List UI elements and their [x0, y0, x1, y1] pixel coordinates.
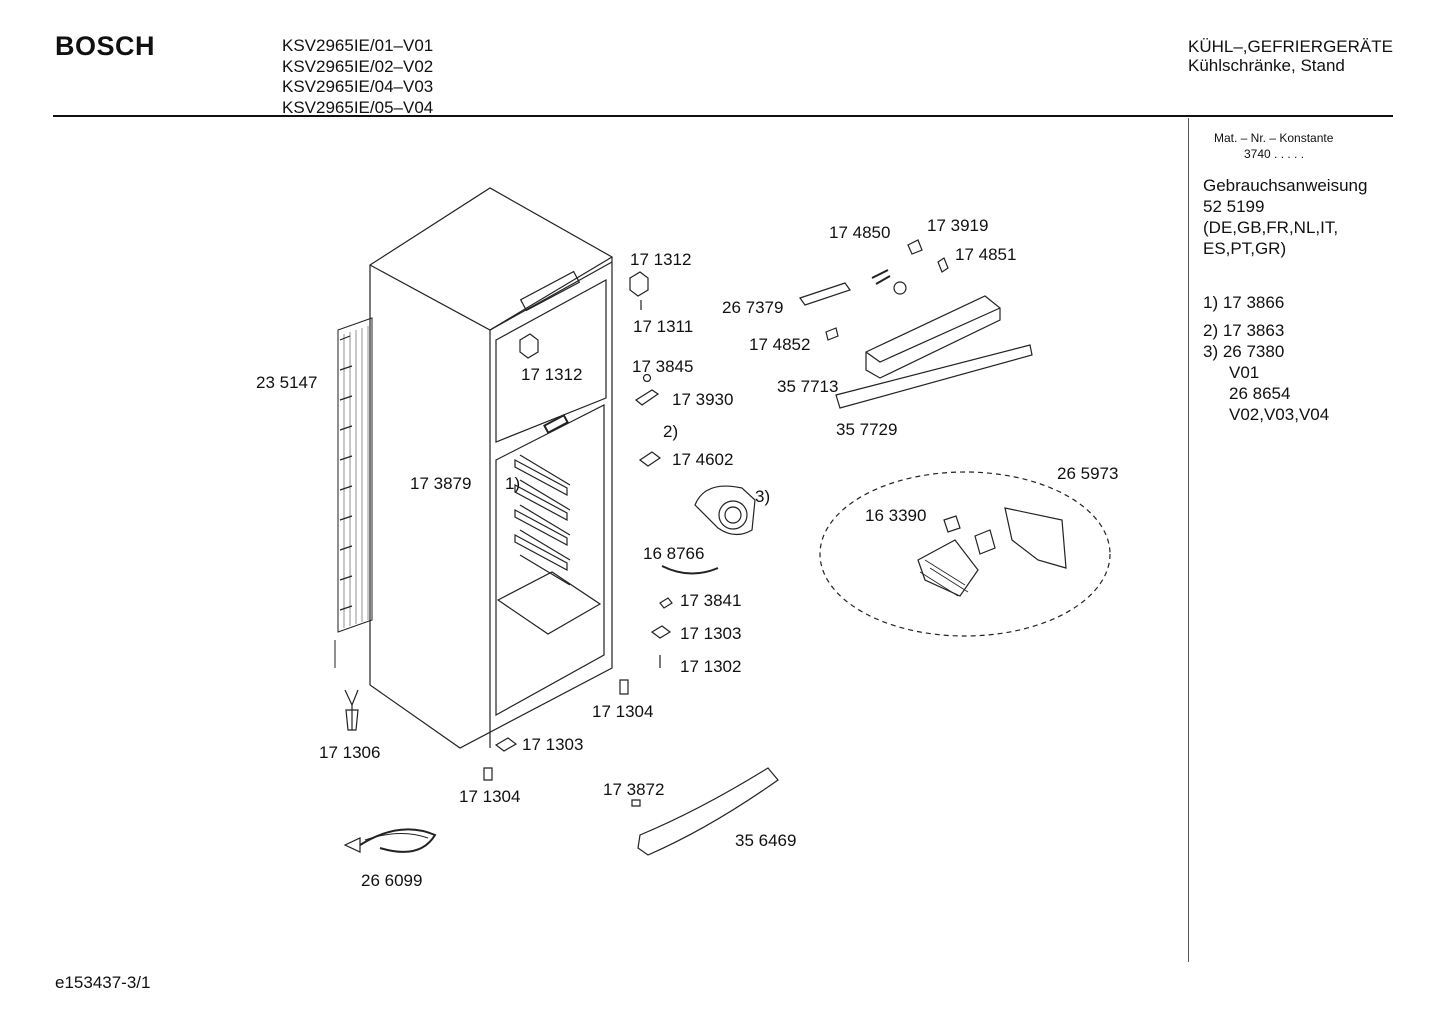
small-parts — [344, 565, 719, 781]
note-3-part-2: 26 8654 — [1229, 384, 1291, 403]
mat-value: 3740 . . . . . — [1244, 147, 1305, 161]
model-list: KSV2965IE/01–V01 KSV2965IE/02–V02 KSV296… — [282, 36, 433, 118]
label-171302: 17 1302 — [680, 657, 742, 676]
note-3: 3) 26 7380 — [1203, 342, 1285, 361]
label-173841: 17 3841 — [680, 591, 742, 610]
label-173919: 17 3919 — [927, 216, 989, 235]
label-ref-2: 2) — [663, 422, 679, 441]
mat-label: Mat. – Nr. – Konstante — [1214, 131, 1334, 145]
label-171312-top: 17 1312 — [630, 250, 692, 269]
condenser-coil — [334, 317, 373, 668]
model-4: KSV2965IE/05–V04 — [282, 97, 434, 117]
plinth-cover — [631, 767, 779, 856]
label-356469: 35 6469 — [735, 831, 797, 850]
label-171304-right: 17 1304 — [592, 702, 654, 721]
control-panel — [799, 239, 1033, 409]
note-1: 1) 17 3866 — [1203, 293, 1285, 312]
label-171306: 17 1306 — [319, 743, 381, 762]
manual-langs-1: (DE,GB,FR,NL,IT, — [1203, 218, 1339, 237]
label-173872: 17 3872 — [603, 780, 665, 799]
label-171311: 17 1311 — [633, 317, 694, 336]
label-171303-bottom: 17 1303 — [522, 735, 584, 754]
brand-logo: BOSCH — [55, 31, 156, 61]
category-line-2: Kühlschränke, Stand — [1188, 56, 1345, 75]
label-174851: 17 4851 — [955, 245, 1017, 264]
manual-title: Gebrauchsanweisung — [1203, 176, 1368, 195]
label-357713: 35 7713 — [777, 377, 839, 396]
label-174602: 17 4602 — [672, 450, 734, 469]
label-171304-bottom: 17 1304 — [459, 787, 521, 806]
note-2: 2) 17 3863 — [1203, 321, 1285, 340]
label-266099: 26 6099 — [361, 871, 423, 890]
label-ref-3: 3) — [755, 487, 771, 506]
fan-cover — [694, 485, 756, 536]
category: KÜHL–,GEFRIERGERÄTE Kühlschränke, Stand — [1188, 37, 1393, 75]
model-3: KSV2965IE/04–V03 — [282, 77, 434, 96]
hinge-parts — [519, 271, 662, 467]
label-168766: 16 8766 — [643, 544, 705, 563]
label-265973: 26 5973 — [1057, 464, 1119, 483]
label-ref-1: 1) — [505, 474, 521, 493]
lamp-assembly — [819, 471, 1111, 637]
note-3-variant-2: V02,V03,V04 — [1229, 405, 1330, 424]
fridge-cabinet — [369, 187, 613, 749]
document-id: e153437-3/1 — [55, 973, 151, 992]
header-rule — [53, 115, 1393, 117]
label-267379: 26 7379 — [722, 298, 784, 317]
model-1: KSV2965IE/01–V01 — [282, 36, 434, 55]
label-171312-bottom: 17 1312 — [521, 365, 583, 384]
sidebar-divider — [1188, 118, 1189, 962]
manual-number: 52 5199 — [1203, 197, 1265, 216]
label-173879: 17 3879 — [410, 474, 472, 493]
note-3-variant-1: V01 — [1229, 363, 1260, 382]
manual-block: Gebrauchsanweisung 52 5199 (DE,GB,FR,NL,… — [1203, 175, 1367, 259]
label-173930: 17 3930 — [672, 390, 734, 409]
model-2: KSV2965IE/02–V02 — [282, 56, 434, 76]
category-line-1: KÜHL–,GEFRIERGERÄTE — [1188, 37, 1393, 56]
manual-langs-2: ES,PT,GR) — [1203, 239, 1287, 258]
label-163390: 16 3390 — [865, 506, 927, 525]
label-174852: 17 4852 — [749, 335, 811, 354]
label-235147: 23 5147 — [256, 373, 318, 392]
power-cord — [343, 828, 437, 853]
label-357729: 35 7729 — [836, 420, 898, 439]
label-171303-right: 17 1303 — [680, 624, 742, 643]
label-173845: 17 3845 — [632, 357, 694, 376]
label-174850: 17 4850 — [829, 223, 891, 242]
